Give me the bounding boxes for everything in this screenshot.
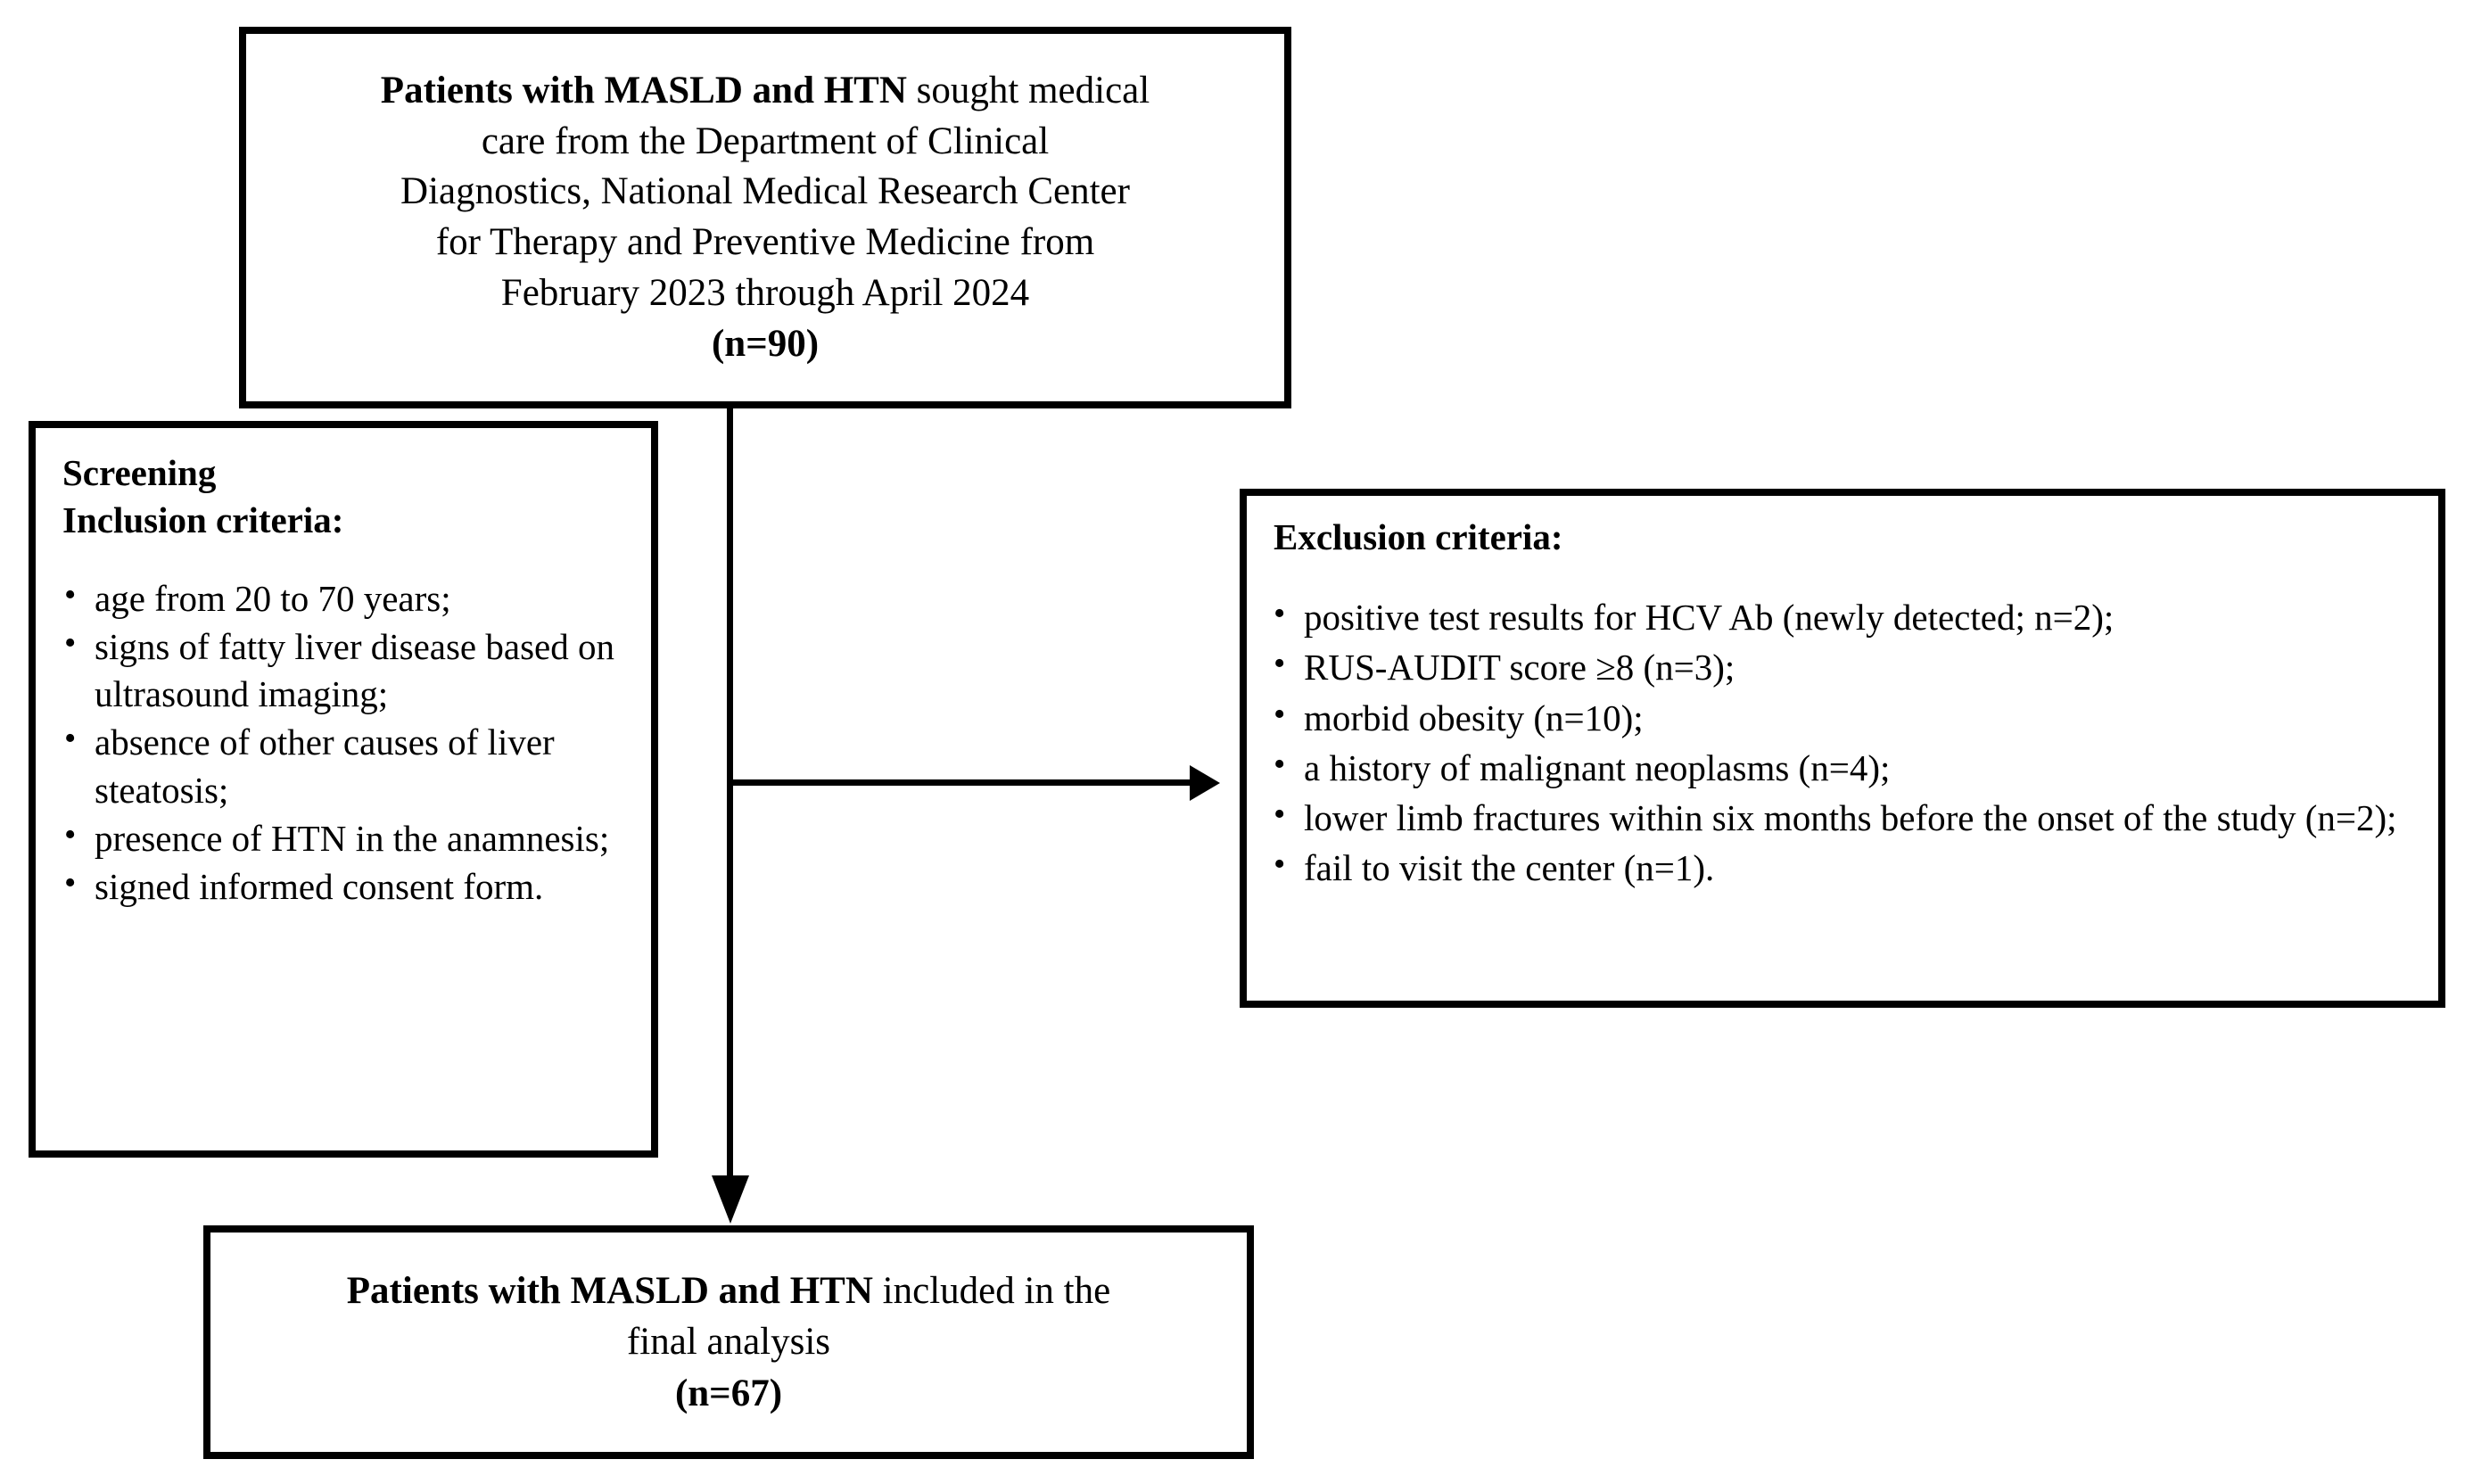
- list-item: • age from 20 to 70 years;: [59, 575, 628, 622]
- enrollment-box-text: Patients with MASLD and HTN sought medic…: [381, 66, 1150, 370]
- bullet-icon: •: [64, 864, 77, 903]
- list-item: • signed informed consent form.: [59, 863, 628, 911]
- final-analysis-box: Patients with MASLD and HTN included in …: [203, 1225, 1254, 1459]
- bullet-icon: •: [64, 623, 77, 662]
- bullet-icon: •: [64, 720, 77, 758]
- enrollment-count: (n=90): [711, 322, 820, 365]
- enrollment-line-1-bold: Patients with MASLD and HTN: [380, 69, 907, 111]
- arrow-down-icon: [712, 1175, 749, 1224]
- list-item: • a history of malignant neoplasms (n=4);: [1270, 744, 2419, 792]
- screening-heading-line-2: Inclusion criteria:: [62, 499, 344, 541]
- exclusion-criteria-list: • positive test results for HCV Ab (newly…: [1270, 593, 2419, 892]
- bullet-icon: •: [1274, 645, 1286, 683]
- bullet-icon: •: [1274, 845, 1286, 883]
- enrollment-box: Patients with MASLD and HTN sought medic…: [239, 27, 1291, 408]
- list-item: • signs of fatty liver disease based on u…: [59, 623, 628, 719]
- list-item: • positive test results for HCV Ab (newly…: [1270, 593, 2419, 641]
- bullet-icon: •: [64, 575, 77, 614]
- inclusion-item-text: presence of HTN in the anamnesis;: [95, 818, 610, 860]
- bullet-icon: •: [1274, 695, 1286, 733]
- final-count: (n=67): [674, 1372, 783, 1414]
- inclusion-criteria-list: • age from 20 to 70 years; • signs of fatt…: [59, 575, 628, 911]
- final-line-1: Patients with MASLD and HTN included in …: [347, 1266, 1110, 1317]
- list-item: • presence of HTN in the anamnesis;: [59, 815, 628, 862]
- horizontal-connector-line: [730, 779, 1193, 786]
- final-line-1-bold: Patients with MASLD and HTN: [346, 1269, 873, 1312]
- bullet-icon: •: [1274, 745, 1286, 783]
- list-item: • morbid obesity (n=10);: [1270, 694, 2419, 742]
- final-line-2: final analysis: [626, 1321, 831, 1364]
- final-line-1-rest: included in the: [872, 1269, 1111, 1312]
- bullet-icon: •: [64, 816, 77, 854]
- arrow-right-icon: [1190, 765, 1220, 801]
- screening-heading: Screening Inclusion criteria:: [62, 449, 628, 545]
- inclusion-item-text: signed informed consent form.: [95, 866, 544, 908]
- exclusion-item-text: positive test results for HCV Ab (newly …: [1304, 597, 2115, 639]
- bullet-icon: •: [1274, 795, 1286, 833]
- enrollment-line-4: for Therapy and Preventive Medicine from: [435, 221, 1095, 263]
- enrollment-line-5: February 2023 through April 2024: [500, 271, 1030, 314]
- exclusion-item-text: RUS-AUDIT score ≥8 (n=3);: [1304, 647, 1735, 688]
- enrollment-line-3: Diagnostics, National Medical Research C…: [400, 170, 1130, 213]
- exclusion-item-text: fail to visit the center (n=1).: [1304, 846, 1715, 888]
- enrollment-line-1-rest: sought medical: [906, 69, 1150, 111]
- inclusion-item-text: signs of fatty liver disease based on ul…: [95, 625, 614, 715]
- screening-heading-line-1: Screening: [62, 452, 217, 493]
- inclusion-item-text: absence of other causes of liver steatos…: [95, 721, 555, 811]
- vertical-connector-line: [727, 408, 733, 1177]
- list-item: • absence of other causes of liver steato…: [59, 719, 628, 814]
- list-item: • lower limb fractures within six months …: [1270, 794, 2419, 842]
- inclusion-item-text: age from 20 to 70 years;: [95, 577, 451, 619]
- list-item: • fail to visit the center (n=1).: [1270, 844, 2419, 892]
- screening-inclusion-box: Screening Inclusion criteria: • age from …: [29, 421, 658, 1158]
- bullet-icon: •: [1274, 595, 1286, 633]
- exclusion-heading: Exclusion criteria:: [1274, 516, 1563, 557]
- enrollment-line-1: Patients with MASLD and HTN sought medic…: [381, 66, 1150, 117]
- final-box-text: Patients with MASLD and HTN included in …: [347, 1266, 1110, 1420]
- exclusion-item-text: lower limb fractures within six months b…: [1304, 796, 2397, 838]
- enrollment-line-2: care from the Department of Clinical: [481, 120, 1050, 162]
- exclusion-item-text: a history of malignant neoplasms (n=4);: [1304, 746, 1891, 788]
- exclusion-criteria-box: Exclusion criteria: • positive test resul…: [1240, 489, 2445, 1008]
- list-item: • RUS-AUDIT score ≥8 (n=3);: [1270, 643, 2419, 691]
- exclusion-item-text: morbid obesity (n=10);: [1304, 697, 1644, 738]
